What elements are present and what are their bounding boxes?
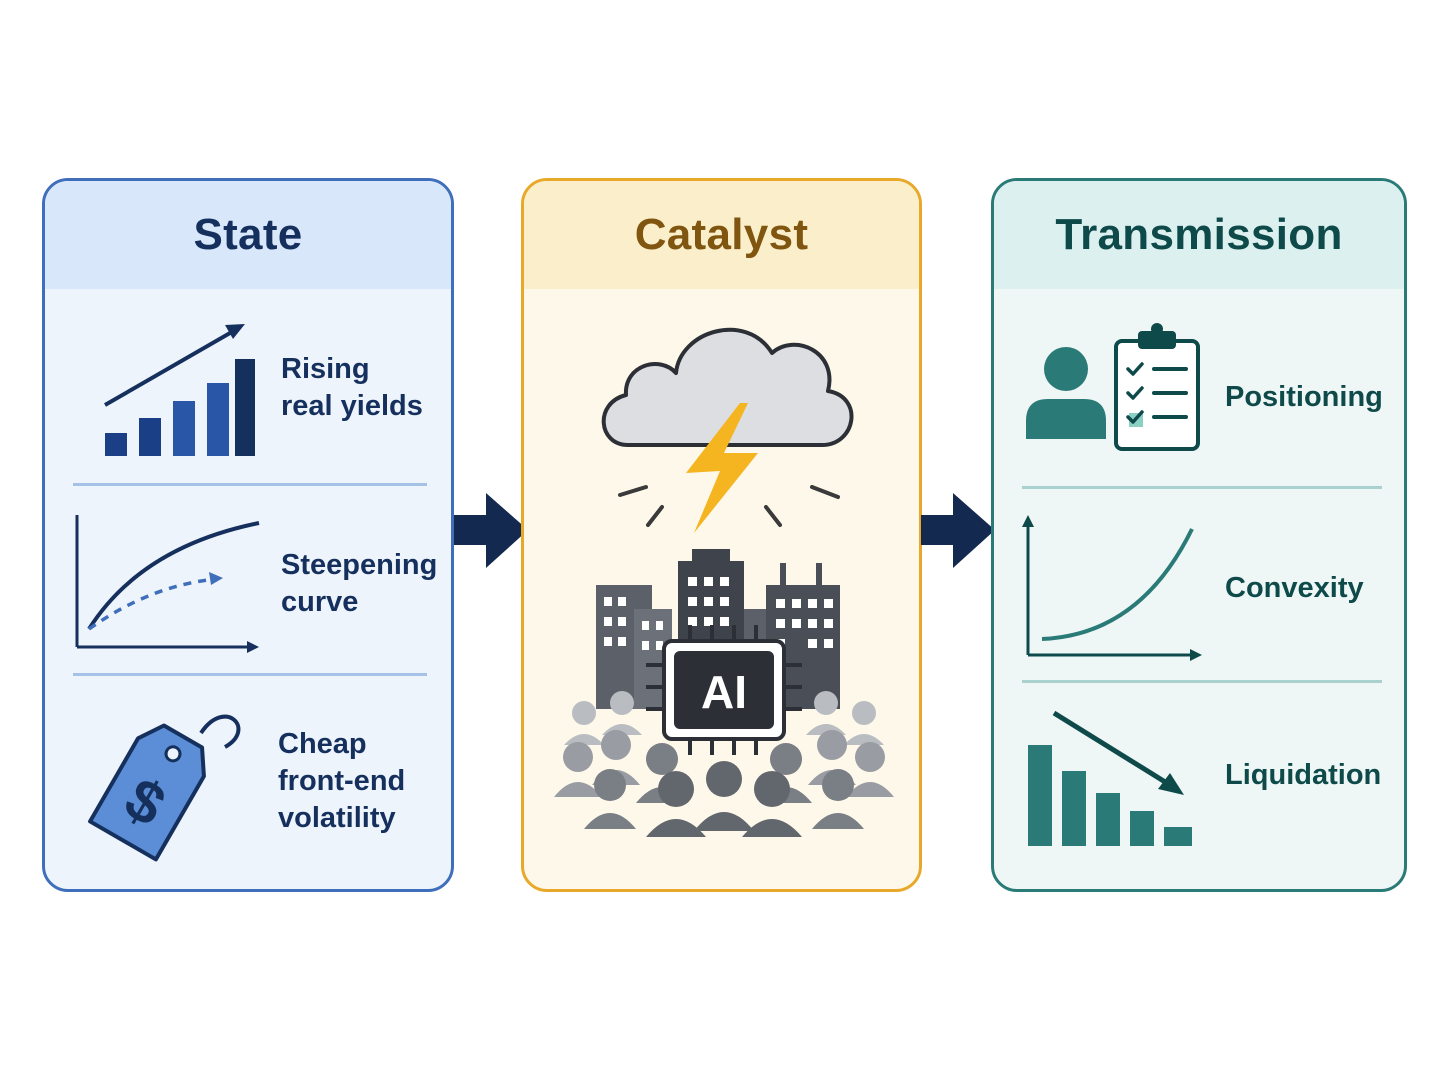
state-panel: State Rising real yields Steepening curv…: [42, 178, 454, 892]
state-divider-2: [73, 673, 427, 676]
rising-bar-chart-icon: [104, 324, 255, 456]
person-checklist-icon: [1026, 323, 1200, 451]
rising-real-yields-label: Rising real yields: [281, 353, 423, 422]
steepening-curve-icon: [75, 515, 260, 653]
transmission-divider-1: [1022, 486, 1382, 489]
crowd-people-icon: [554, 691, 894, 837]
ai-chip-label: AI: [701, 666, 747, 718]
steepening-curve-label: Steepening curve: [281, 549, 438, 618]
convex-curve-icon: [1022, 515, 1202, 661]
state-title: State: [45, 181, 451, 289]
flow-arrow-2: [921, 493, 995, 568]
catalyst-title: Catalyst: [524, 181, 919, 289]
declining-bar-chart-icon: [1028, 710, 1192, 846]
liquidation-label: Liquidation: [1225, 759, 1382, 791]
positioning-label: Positioning: [1225, 381, 1383, 413]
convexity-label: Convexity: [1225, 572, 1364, 604]
transmission-title: Transmission: [994, 181, 1404, 289]
flow-arrow-1: [454, 493, 528, 568]
cheap-front-end-volatility-label: Cheap front-end volatility: [278, 728, 406, 834]
dollar-price-tag-icon: $: [88, 714, 241, 862]
storm-cloud-lightning-icon: [601, 327, 854, 533]
transmission-divider-2: [1022, 680, 1382, 683]
state-divider-1: [73, 483, 427, 486]
ai-chip-icon: AI: [646, 625, 802, 755]
transmission-panel: Transmission Positioning Convexity: [991, 178, 1407, 892]
catalyst-panel: Catalyst: [521, 178, 922, 892]
